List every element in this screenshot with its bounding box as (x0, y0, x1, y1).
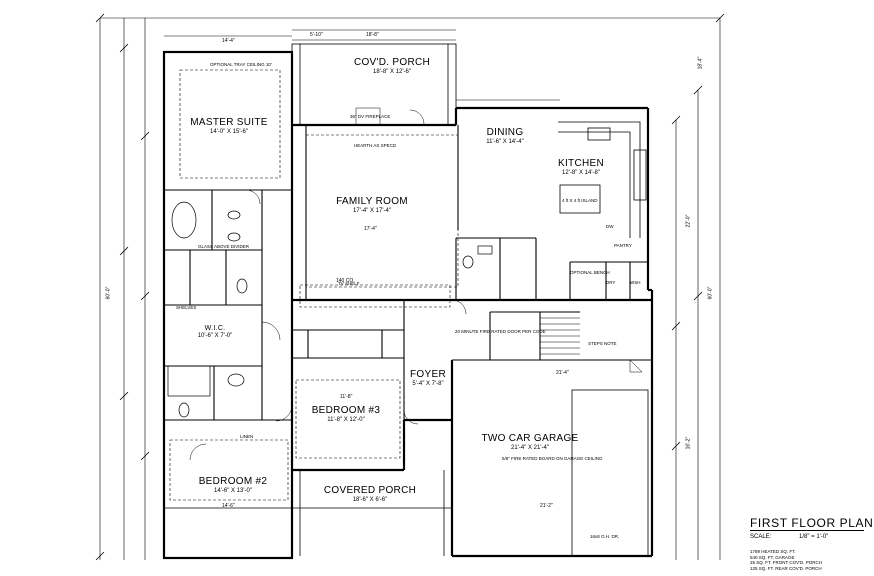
dining-dim: 11'-6" X 14'-4" (486, 139, 524, 145)
garage-door-note: 16x8 O.H. DR. (590, 534, 620, 539)
tv-shelf-note: TV SHELF (338, 281, 360, 286)
two-car-garage-label: TWO CAR GARAGE 21'-4" X 21'-4" (482, 433, 579, 451)
area-line: 25 SQ. FT. FRONT COV'D. PORCH (750, 560, 823, 566)
bedroom3-name: BEDROOM #3 (311, 405, 381, 416)
scale-row: SCALE: 1/8" = 1'-0" (750, 534, 828, 540)
dim-garage-depth: 21'-2" (540, 503, 553, 509)
tray-ceiling-outline (179, 69, 281, 179)
foyer-dim: 5'-4" X 7'-8" (412, 381, 444, 387)
area-line: 1789 HEATED SQ. FT. (750, 549, 796, 554)
kitchen-dim: 12'-8" X 14'-8" (562, 170, 600, 176)
wic-name: W.I.C. (204, 325, 226, 332)
foyer-name: FOYER (410, 369, 446, 380)
master-suite-name: MASTER SUITE (190, 117, 268, 128)
bedroom3-dim: 11'-8" X 12'-0" (327, 417, 365, 423)
kitchen-island (559, 184, 601, 214)
plan-title: FIRST FLOOR PLAN (750, 516, 874, 530)
washer-note: WSH (630, 280, 641, 285)
covd-porch-name: COV'D. PORCH (353, 57, 431, 68)
area-line: 125 SQ. FT. REAR COV'D. PORCH (750, 565, 822, 571)
dw-note: DW (606, 224, 614, 229)
family-room-label: FAMILY ROOM 17'-4" X 17'-4" (336, 196, 408, 214)
wic-dim: 10'-6" X 7'-0" (197, 333, 233, 339)
dining-label: DINING 11'-6" X 14'-4" (486, 127, 523, 145)
dim-cased-opening: 140 CO. (336, 278, 355, 284)
soaking-tub (171, 201, 197, 239)
hearth-note: HEARTH AS SPECD (354, 143, 397, 148)
dim-family-width: 17'-4" (364, 226, 377, 232)
covered-porch-dim: 18'-6" X 6'-6" (352, 497, 388, 503)
tray-ceiling-note: OPTIONAL TRAY CEILING 10' (210, 62, 272, 67)
kitchen-label: KITCHEN 12'-8" X 14'-8" (558, 158, 604, 176)
steps-note: STEPS NOTE (588, 341, 617, 346)
title-block: FIRST FLOOR PLAN SCALE: 1/8" = 1'-0" 178… (748, 516, 874, 574)
dim-garage-width: 21'-4" (556, 370, 569, 376)
area-summary: 1789 HEATED SQ. FT. 540 SQ. FT. GARAGE 2… (750, 549, 822, 571)
dim-right-lower: 16'-2" (685, 436, 692, 450)
garage-ceiling-note: 5/8" FIRE RATED BOARD ON GARAGE CEILING (502, 456, 603, 461)
dim-right-upper: 22'-0" (685, 214, 692, 228)
linen-note: LINEN (240, 434, 254, 439)
family-room-dim: 17'-4" X 17'-4" (353, 208, 391, 214)
master-suite-dim: 14'-0" X 15'-6" (210, 129, 248, 135)
family-room-name: FAMILY ROOM (336, 196, 408, 207)
dim-bed2-width: 14'-6" (222, 503, 235, 509)
two-car-garage-name: TWO CAR GARAGE (481, 433, 579, 444)
dim-left-overall: 60'-0" (105, 286, 112, 300)
scale-value: 1/8" = 1'-0" (799, 534, 829, 540)
bedroom2-label: BEDROOM #2 14'-6" X 13'-0" (199, 476, 268, 494)
covd-porch-label: COV'D. PORCH 18'-8" X 12'-6" (354, 57, 430, 75)
foyer-label: FOYER 5'-4" X 7'-8" (410, 369, 446, 387)
dim-right-overall: 60'-0" (707, 286, 714, 300)
dryer-note: DRY (606, 280, 616, 285)
covered-porch-label: COVERED PORCH 18'-6" X 6'-6" (324, 485, 416, 503)
covd-porch-dim: 18'-8" X 12'-6" (373, 69, 411, 75)
covered-porch-name: COVERED PORCH (323, 485, 417, 496)
fireplace-note: 36" DV FIREPLACE (350, 114, 391, 119)
title-underline (750, 530, 864, 531)
master-suite-label: MASTER SUITE 14'-0" X 15'-6" (190, 117, 268, 135)
two-car-garage-dim: 21'-4" X 21'-4" (511, 445, 549, 451)
dim-bed3-width: 11'-8" (340, 394, 353, 400)
wic-label: W.I.C. 10'-6" X 7'-0" (198, 325, 233, 339)
dining-name: DINING (486, 127, 524, 138)
pantry-note: PANTRY (614, 243, 632, 248)
bedroom2-name: BEDROOM #2 (198, 476, 268, 487)
dim-right-mid: 18'-4" (697, 56, 704, 70)
island-note: 4 ft X 4 ft ISLAND (562, 198, 598, 203)
optional-bench-note: OPTIONAL BENCH (570, 270, 610, 275)
area-line: 540 SQ. FT. GARAGE (750, 554, 795, 560)
garage-door-opening (571, 389, 649, 557)
shelves-note: SHELVES (176, 305, 197, 310)
dim-porch-sub: 5'-10" (310, 32, 323, 38)
rated-door-note: 20 MINUTE FIRE RATED DOOR PER CODE (455, 329, 546, 334)
bedroom3-label: BEDROOM #3 11'-8" X 12'-0" (312, 405, 381, 423)
kitchen-name: KITCHEN (558, 158, 604, 169)
bedroom2-dim: 14'-6" X 13'-0" (214, 488, 252, 494)
dim-porch-top: 18'-8" (366, 32, 379, 38)
dim-top-overall: 14'-4" (222, 38, 235, 44)
glass-block-note: GLASS ABOVE DIVIDER (198, 244, 250, 249)
scale-label: SCALE: (750, 534, 772, 540)
